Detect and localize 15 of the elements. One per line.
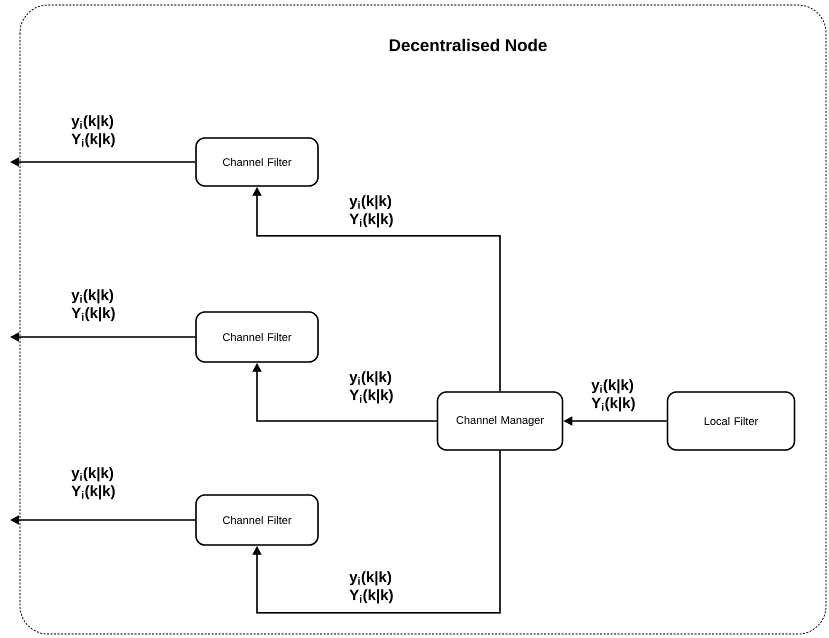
container-box xyxy=(20,4,826,634)
container-title: Decentralised Node xyxy=(390,38,547,52)
process-box: Channel Filter xyxy=(195,494,319,546)
process-box: Channel Filter xyxy=(195,311,319,363)
edge-label: y$_{i}$(k|k) Y$_{i}$(k|k) xyxy=(349,571,393,604)
edge-label: y$_{i}$(k|k) Y$_{i}$(k|k) xyxy=(71,115,115,148)
edge-label: y$_{i}$(k|k) Y$_{i}$(k|k) xyxy=(349,195,393,228)
process-box: Local Filter xyxy=(666,391,796,451)
process-box: Channel Filter xyxy=(195,137,319,187)
edge-label: y$_{i}$(k|k) Y$_{i}$(k|k) xyxy=(71,467,115,500)
arrow xyxy=(252,450,501,614)
edge-label: y$_{i}$(k|k) Y$_{i}$(k|k) xyxy=(71,289,115,322)
process-box: Channel Manager xyxy=(436,391,564,451)
edge-label: y$_{i}$(k|k) Y$_{i}$(k|k) xyxy=(591,379,635,412)
edge-label: y$_{i}$(k|k) Y$_{i}$(k|k) xyxy=(349,371,393,404)
